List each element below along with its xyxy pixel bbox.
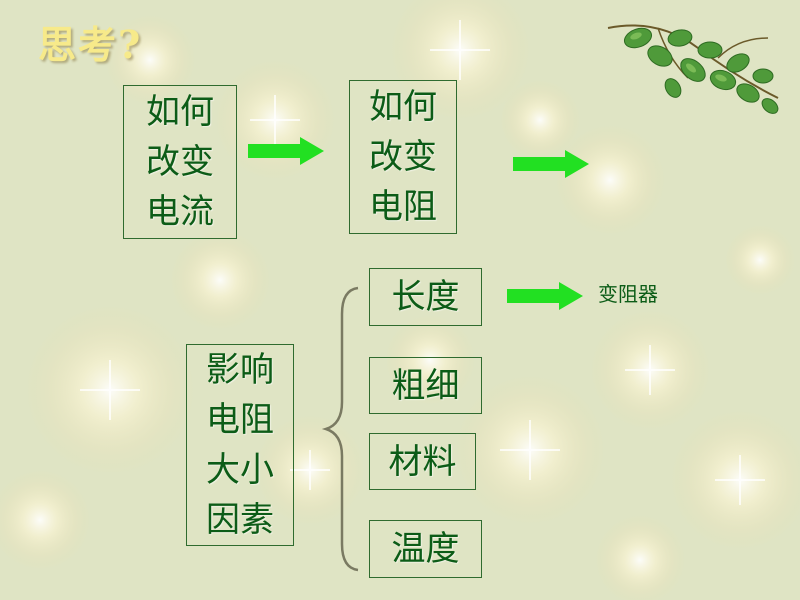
arrow-right-icon [248,137,324,165]
ivy-leaves-icon [607,24,779,114]
factor-material: 材料 [369,433,476,490]
node-change-resistance: 如何 改变 电阻 [349,80,457,234]
node-change-current: 如何 改变 电流 [123,85,237,239]
factor-length: 长度 [369,268,482,326]
rheostat-label: 变阻器 [598,282,658,306]
node-text-line: 改变 [146,142,214,182]
node-text-line: 改变 [369,137,437,177]
node-text-line: 大小 [206,450,274,490]
curly-brace [321,286,359,572]
arrow-right-icon [507,282,583,310]
arrow-right-icon [513,150,589,178]
factor-temperature: 温度 [369,520,482,578]
node-text-line: 电流 [146,192,214,232]
page-title: 思考? [38,22,143,67]
node-text-line: 电阻 [369,187,437,227]
node-text-line: 如何 [369,87,437,127]
node-text-line: 如何 [146,92,214,132]
node-resistance-factors: 影响 电阻 大小 因素 [186,344,294,546]
factor-thickness: 粗细 [369,357,482,414]
node-text-line: 影响 [206,350,274,390]
node-text-line: 因素 [206,500,274,540]
node-text-line: 电阻 [206,400,274,440]
